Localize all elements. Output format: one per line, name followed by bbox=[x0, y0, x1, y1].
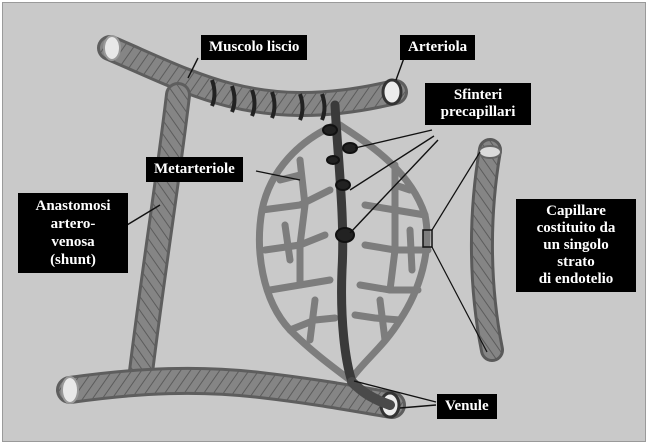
capillary-magnified bbox=[479, 146, 501, 350]
arteriole-opening bbox=[383, 80, 401, 104]
label-muscolo-liscio: Muscolo liscio bbox=[201, 35, 307, 60]
label-anastomosi: Anastomosi artero- venosa (shunt) bbox=[18, 193, 128, 273]
leader-arteriola bbox=[396, 58, 404, 80]
label-metarteriole: Metarteriole bbox=[146, 157, 243, 182]
label-sfinteri-precapillari: Sfinteri precapillari bbox=[425, 83, 531, 125]
label-venule: Venule bbox=[437, 394, 497, 419]
label-arteriola: Arteriola bbox=[400, 35, 475, 60]
label-capillare: Capillare costituito da un singolo strat… bbox=[516, 199, 636, 292]
